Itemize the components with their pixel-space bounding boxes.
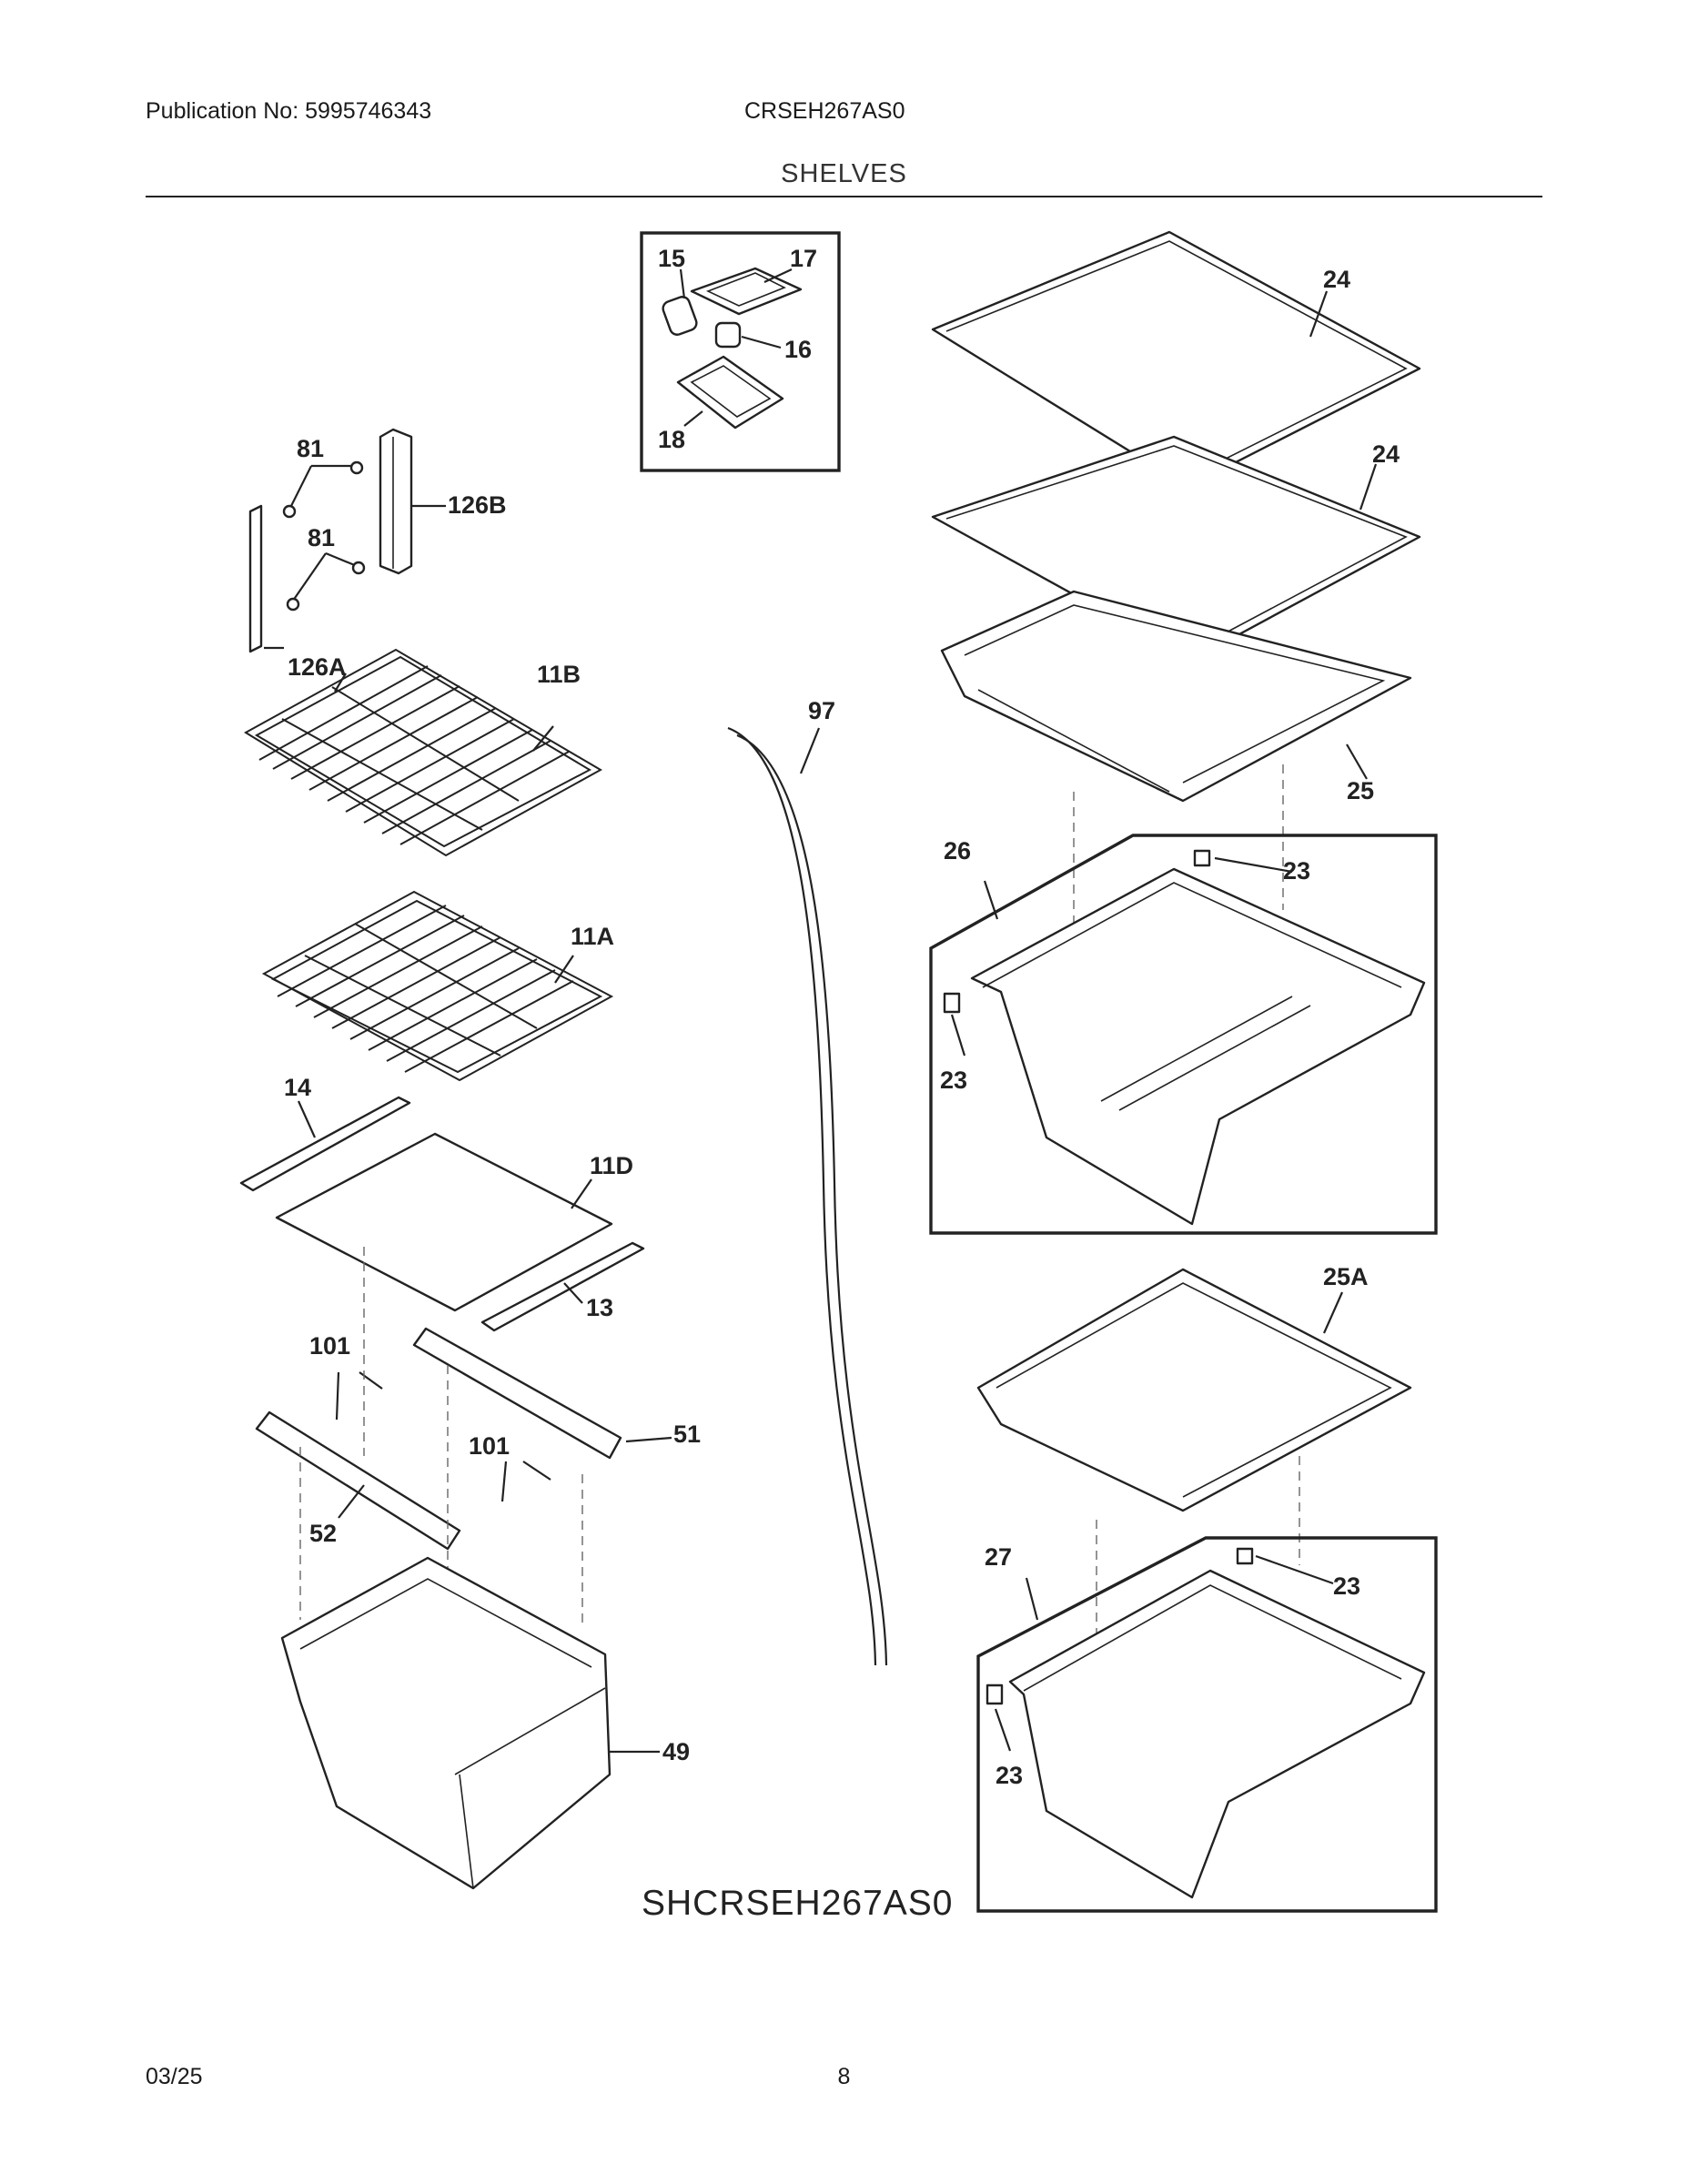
mullion-rails [248, 428, 446, 653]
callout-81-top: 81 [297, 435, 324, 462]
clip-23d [986, 1684, 1004, 1705]
clip-23c [1236, 1547, 1254, 1565]
callout-17: 17 [790, 245, 817, 272]
crisper-26-group [929, 834, 1438, 1235]
callout-126b: 126B [448, 491, 507, 519]
callout-23-a: 23 [1283, 857, 1310, 885]
page-number: 8 [837, 2064, 851, 2089]
rail-126b [379, 428, 413, 575]
callout-101-b: 101 [469, 1432, 510, 1460]
light-shield [676, 355, 784, 430]
callout-23-c: 23 [1333, 1572, 1360, 1600]
light-module-inset [640, 231, 841, 472]
callout-24-second: 24 [1372, 440, 1400, 468]
callout-101-a: 101 [309, 1332, 350, 1360]
support-52 [255, 1410, 461, 1551]
publication-number: Publication No: 5995746343 [146, 98, 432, 124]
section-title: SHELVES [781, 159, 907, 188]
callout-11b: 11B [537, 661, 581, 688]
inset-frame [640, 231, 841, 472]
diagram-code: SHCRSEH267AS0 [642, 1884, 954, 1923]
clip-23b [943, 992, 961, 1014]
wire-shelf-11a [261, 890, 614, 1082]
callout-18: 18 [658, 426, 685, 453]
trim-13 [480, 1241, 645, 1332]
callout-23-d: 23 [996, 1762, 1023, 1789]
callout-97: 97 [808, 697, 835, 724]
bulb-holder [662, 296, 698, 336]
callout-81-bottom: 81 [308, 524, 335, 551]
callout-25: 25 [1347, 777, 1374, 804]
light-socket-plate [690, 267, 803, 316]
support-51 [412, 1327, 622, 1460]
callout-27: 27 [985, 1543, 1012, 1571]
callout-15: 15 [658, 245, 685, 272]
shelf-supports [255, 1247, 672, 1629]
publication-date: 03/25 [146, 2064, 203, 2089]
callout-24-top: 24 [1323, 266, 1350, 293]
rail-126a [248, 504, 263, 653]
pan-49 [280, 1556, 660, 1890]
glass-shelf-24-top [931, 230, 1421, 489]
model-number: CRSEH267AS0 [744, 98, 905, 124]
callout-11a: 11A [571, 923, 614, 950]
clip-23a [1193, 849, 1211, 867]
callout-51: 51 [673, 1421, 701, 1448]
header-rule [146, 196, 1542, 197]
callout-14: 14 [284, 1074, 311, 1101]
glass-shelf-11d [239, 1096, 645, 1332]
callout-16: 16 [784, 336, 812, 363]
crisper-cover-25a [976, 1268, 1412, 1802]
wire-shelf-11b [244, 648, 603, 857]
callouts: 15 17 16 18 24 24 81 81 126B 126A 11B 97… [284, 245, 1400, 1789]
tubing-97 [727, 726, 888, 1666]
callout-11d: 11D [590, 1152, 633, 1179]
callout-26: 26 [944, 837, 971, 864]
callout-126a: 126A [288, 653, 347, 681]
callout-52: 52 [309, 1520, 337, 1547]
trim-14 [239, 1096, 411, 1192]
callout-25a: 25A [1323, 1263, 1369, 1290]
callout-13: 13 [586, 1294, 613, 1321]
callout-23-b: 23 [940, 1067, 967, 1094]
crisper-cover-25 [940, 590, 1412, 1074]
crisper-27-group [976, 1536, 1438, 1913]
callout-49: 49 [662, 1738, 690, 1765]
lamp-socket [714, 321, 742, 349]
